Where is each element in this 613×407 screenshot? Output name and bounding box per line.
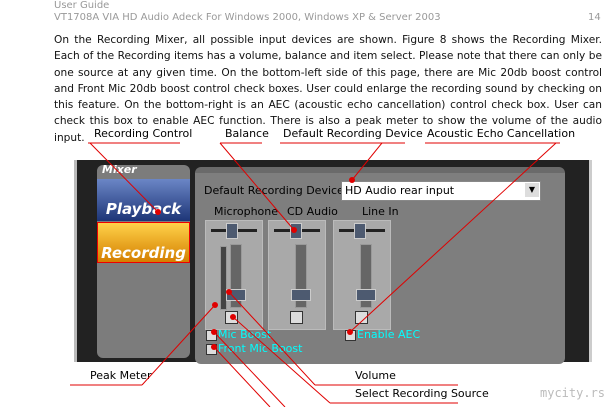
callout-line <box>213 346 271 407</box>
tab-playback[interactable]: Playback <box>97 179 190 221</box>
chevron-down-icon[interactable]: ▼ <box>525 183 539 197</box>
callout-line <box>349 142 557 333</box>
callout-select-source: Select Recording Source <box>355 387 489 400</box>
channel-label-line-in: Line In <box>362 205 399 218</box>
callout-line <box>219 142 295 231</box>
callout-line <box>351 142 383 181</box>
channel-label-cd-audio: CD Audio <box>287 205 338 218</box>
default-device-label: Default Recording Device <box>204 184 344 197</box>
select-source-cd-audio[interactable] <box>290 311 303 324</box>
front-mic-boost-label: Front Mic Boost <box>218 342 303 355</box>
default-device-select[interactable]: HD Audio rear input ▼ <box>341 181 541 201</box>
page-number: 14 <box>588 12 601 23</box>
header-subtitle: VT1708A VIA HD Audio Adeck For Windows 2… <box>54 12 441 23</box>
watermark: mycity.rs <box>540 386 606 400</box>
balance-knob[interactable] <box>226 223 238 239</box>
callout-balance: Balance <box>225 127 269 140</box>
callout-recording-control: Recording Control <box>94 127 193 140</box>
mic-boost-label: Mic Boost <box>218 328 272 341</box>
callout-aec: Acoustic Echo Cancellation <box>427 127 576 140</box>
callout-line <box>89 142 159 213</box>
default-device-value: HD Audio rear input <box>345 184 455 197</box>
header-title: User Guide <box>54 0 110 11</box>
volume-knob[interactable] <box>291 289 311 301</box>
balance-knob[interactable] <box>354 223 366 239</box>
callout-volume: Volume <box>355 369 396 382</box>
callout-line <box>228 291 316 386</box>
callout-line <box>232 316 331 404</box>
callout-peak-meter: Peak Meter <box>90 369 152 382</box>
mixer-title: Mixer <box>102 163 137 176</box>
peak-meter <box>220 246 227 310</box>
callout-line <box>213 331 286 407</box>
enable-aec-label: Enable AEC <box>357 328 421 341</box>
channel-label-microphone: Microphone <box>214 205 279 218</box>
volume-knob[interactable] <box>356 289 376 301</box>
callout-default-device: Default Recording Device <box>283 127 423 140</box>
select-source-line-in[interactable] <box>355 311 368 324</box>
tab-recording[interactable]: Recording <box>97 222 190 263</box>
body-paragraph: On the Recording Mixer, all possible inp… <box>54 34 602 144</box>
callout-line <box>141 304 216 386</box>
